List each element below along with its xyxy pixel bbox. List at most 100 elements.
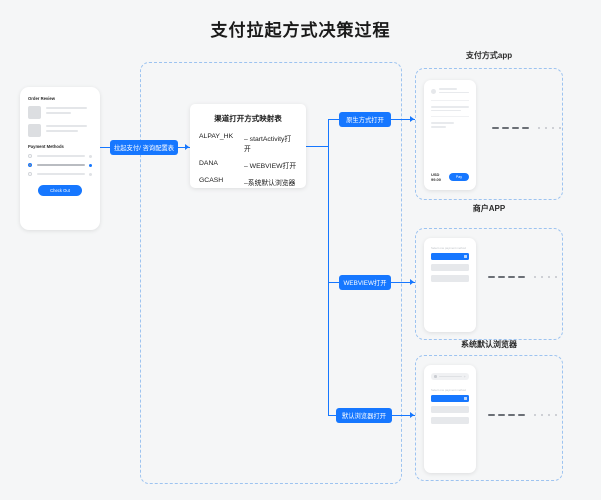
arrow-icon (410, 116, 414, 122)
payment-option-row[interactable] (28, 154, 92, 158)
outcome-container-payment-app (415, 68, 563, 200)
connector-line (328, 282, 339, 283)
merchant-text (439, 88, 469, 95)
radio-icon[interactable] (28, 154, 32, 158)
method-bar[interactable] (431, 275, 469, 282)
product-thumbnail (28, 106, 41, 119)
section-title-browser: 系统默认浏览器 (461, 340, 517, 349)
placeholder-line (37, 164, 85, 166)
url-text-placeholder (438, 375, 462, 378)
checkout-button[interactable]: Check Out (38, 185, 82, 196)
mapping-row: GCASH –系统默认浏览器 (199, 177, 297, 187)
order-item-row (28, 124, 92, 137)
dash-mark (498, 414, 505, 416)
placeholder-line (37, 173, 85, 175)
selected-method-bar[interactable] (431, 253, 469, 260)
dot-mark (555, 414, 557, 416)
payment-option-row[interactable] (28, 172, 92, 176)
payment-methods-section: Payment Methods (28, 144, 92, 176)
mapping-method: –系统默认浏览器 (244, 180, 296, 187)
order-item-row (28, 106, 92, 119)
dot-mark (548, 276, 550, 278)
dash-mark (522, 127, 529, 129)
placeholder-line (431, 109, 462, 112)
dash-mark (498, 276, 505, 278)
dash-mark (518, 276, 525, 278)
connector-line (392, 415, 415, 416)
placeholder-line (46, 130, 79, 132)
branch-pill-webview[interactable]: WEBVIEW打开 (339, 275, 391, 290)
dot-mark (552, 127, 554, 129)
dot-mark (534, 276, 536, 278)
lock-icon (434, 375, 437, 378)
flow-decoration-dashes (488, 276, 562, 278)
dash-mark (492, 127, 499, 129)
chevron-dot-icon (89, 172, 92, 176)
flow-decoration-dashes (492, 127, 566, 129)
section-title-payment-app: 支付方式app (465, 51, 513, 60)
dot-mark (538, 127, 540, 129)
placeholder-line (46, 112, 72, 114)
dot-mark (534, 414, 536, 416)
placeholder-line (46, 107, 88, 109)
radio-icon-selected[interactable] (28, 163, 32, 167)
chevron-dot-icon (89, 154, 92, 158)
mapping-method: – WEBVIEW打开 (244, 163, 297, 170)
method-bar[interactable] (431, 406, 469, 413)
connector-line (306, 146, 328, 147)
branch-pill-browser[interactable]: 默认浏览器打开 (336, 408, 392, 423)
outcome-container-browser (415, 355, 563, 481)
placeholder-line (439, 88, 457, 90)
merchant-header-row (431, 88, 469, 95)
placeholder-line (431, 106, 469, 108)
mapping-row: DANA – WEBVIEW打开 (199, 160, 297, 170)
placeholder-line (431, 125, 447, 128)
method-bar[interactable] (431, 417, 469, 424)
merchant-avatar-icon (431, 89, 436, 95)
selected-method-bar[interactable] (431, 395, 469, 402)
dash-mark (488, 414, 495, 416)
product-text-lines (46, 106, 92, 117)
placeholder-line (431, 122, 454, 124)
branch-pill-native[interactable]: 原生方式打开 (339, 112, 391, 127)
pay-button[interactable]: Pay (448, 173, 469, 181)
checkout-phone-mockup: Order Review Payment Methods (20, 87, 100, 230)
radio-icon[interactable] (28, 172, 32, 176)
decision-process-container (140, 62, 402, 484)
mapping-card-title: 渠道打开方式映射表 (214, 114, 282, 123)
product-thumbnail (28, 124, 41, 137)
dot-mark (545, 127, 547, 129)
dash-mark (508, 276, 515, 278)
arrow-icon (410, 412, 414, 418)
order-review-heading: Order Review (28, 96, 55, 101)
arrow-icon (410, 279, 414, 285)
flow-decoration-dashes (488, 414, 562, 416)
mapping-row: ALPAY_HK – startActivity打开 (199, 133, 297, 153)
method-bar[interactable] (431, 264, 469, 271)
mapping-channel: DANA (199, 160, 218, 167)
connector-line (391, 282, 415, 283)
new-tab-icon[interactable]: + (463, 374, 466, 379)
connector-bus-line (328, 119, 329, 416)
connector-line (100, 147, 110, 148)
channel-mapping-card: 渠道打开方式映射表 ALPAY_HK – startActivity打开 DAN… (190, 104, 306, 188)
mapping-method: – startActivity打开 (244, 136, 292, 153)
product-text-lines (46, 124, 92, 135)
dot-mark (548, 414, 550, 416)
start-node-pill[interactable]: 拉起支付/ 咨询配置表 (110, 140, 178, 155)
dot-mark (541, 276, 543, 278)
order-price: USD 99.00 (431, 172, 442, 182)
browser-address-bar[interactable]: + (431, 373, 469, 380)
connector-line (328, 415, 336, 416)
dash-mark (502, 127, 509, 129)
payment-footer: USD 99.00 Pay (431, 172, 469, 182)
section-title-merchant-app: 商户APP (472, 204, 506, 213)
dash-mark (488, 276, 495, 278)
connector-line (178, 147, 190, 148)
dash-mark (508, 414, 515, 416)
placeholder-line (46, 125, 88, 127)
dash-mark (512, 127, 519, 129)
payment-option-row-selected[interactable] (28, 163, 92, 167)
selected-indicator-icon (89, 163, 92, 167)
